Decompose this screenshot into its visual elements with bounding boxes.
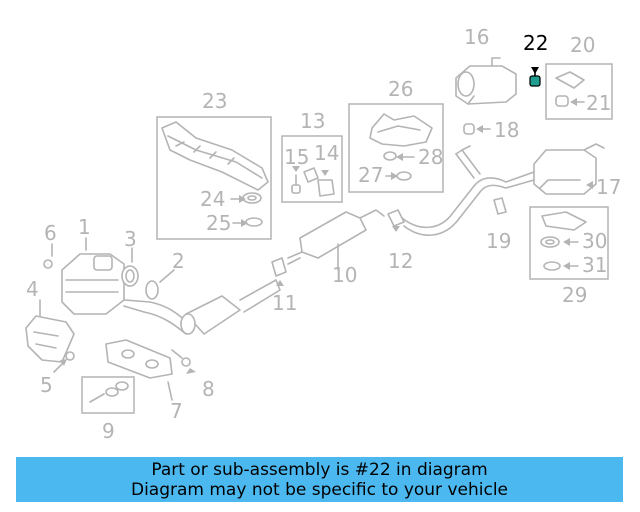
clamp-24 xyxy=(242,192,262,204)
washer-25 xyxy=(245,217,263,227)
nut-6 xyxy=(43,259,53,269)
muffler-17 xyxy=(533,143,605,195)
washer-31 xyxy=(543,261,561,271)
label-19: 19 xyxy=(486,229,511,253)
banner-line-1: Part or sub-assembly is #22 in diagram xyxy=(151,459,488,480)
group-box-13 xyxy=(281,135,343,203)
info-banner: Part or sub-assembly is #22 in diagram D… xyxy=(16,457,623,502)
hanger-19 xyxy=(493,197,507,215)
resonator-10 xyxy=(287,209,385,265)
label-23: 23 xyxy=(202,89,227,113)
label-10: 10 xyxy=(332,263,357,287)
label-14: 14 xyxy=(314,141,339,165)
intermediate-pipe xyxy=(401,145,535,236)
label-8: 8 xyxy=(202,377,215,401)
label-15: 15 xyxy=(284,145,309,169)
label-25: 25 xyxy=(206,211,231,235)
stud-8 xyxy=(171,349,191,367)
clamp-30 xyxy=(540,236,560,248)
gasket-2 xyxy=(145,280,159,300)
insulator-21 xyxy=(555,95,569,107)
hanger-18 xyxy=(463,123,475,135)
banner-line-2: Diagram may not be specific to your vehi… xyxy=(130,479,508,500)
hanger-14 xyxy=(303,167,335,197)
label-4: 4 xyxy=(26,277,39,301)
heat-shield-23 xyxy=(161,121,269,191)
label-29: 29 xyxy=(562,283,587,307)
label-26: 26 xyxy=(388,77,413,101)
rear-muffler-16 xyxy=(455,57,517,105)
label-12: 12 xyxy=(388,249,413,273)
bolt-15 xyxy=(291,174,301,194)
label-24: 24 xyxy=(200,187,225,211)
label-11: 11 xyxy=(272,291,297,315)
bracket-29 xyxy=(541,211,587,231)
heat-shield-4 xyxy=(25,315,75,363)
bracket-20 xyxy=(555,71,585,89)
label-28: 28 xyxy=(418,145,443,169)
gasket-7 xyxy=(105,339,173,379)
label-13: 13 xyxy=(300,109,325,133)
label-21: 21 xyxy=(586,91,611,115)
label-20: 20 xyxy=(570,33,595,57)
bolt-5 xyxy=(65,351,75,361)
group-box-20 xyxy=(545,63,613,120)
label-1: 1 xyxy=(78,215,91,239)
heat-shield-26 xyxy=(369,113,433,147)
label-22-highlighted: 22 xyxy=(523,31,548,55)
label-18: 18 xyxy=(494,118,519,142)
label-31: 31 xyxy=(582,253,607,277)
clamp-11 xyxy=(271,257,287,277)
label-30: 30 xyxy=(582,229,607,253)
label-9: 9 xyxy=(102,419,115,443)
group-box-23 xyxy=(156,116,272,240)
label-7: 7 xyxy=(170,399,183,423)
catalytic-converter-1 xyxy=(61,253,151,315)
clamp-12 xyxy=(387,209,405,227)
group-box-29 xyxy=(529,206,609,280)
bolt-22-highlighted[interactable] xyxy=(529,67,541,87)
hardware-kit-9 xyxy=(89,381,129,403)
clamp-3 xyxy=(121,265,139,287)
label-6: 6 xyxy=(44,221,57,245)
washer-27 xyxy=(396,171,412,181)
group-box-9 xyxy=(81,376,135,414)
label-5: 5 xyxy=(40,373,53,397)
label-2: 2 xyxy=(172,249,185,273)
front-pipe-catalyst xyxy=(143,279,281,335)
group-box-26 xyxy=(348,103,444,193)
exhaust-parts-diagram: 1 2 3 4 5 6 7 8 9 10 11 12 13 14 15 16 1… xyxy=(25,25,621,443)
label-27: 27 xyxy=(358,163,383,187)
nut-28 xyxy=(383,151,397,161)
label-16: 16 xyxy=(464,25,489,49)
label-17: 17 xyxy=(596,175,621,199)
label-3: 3 xyxy=(124,227,137,251)
